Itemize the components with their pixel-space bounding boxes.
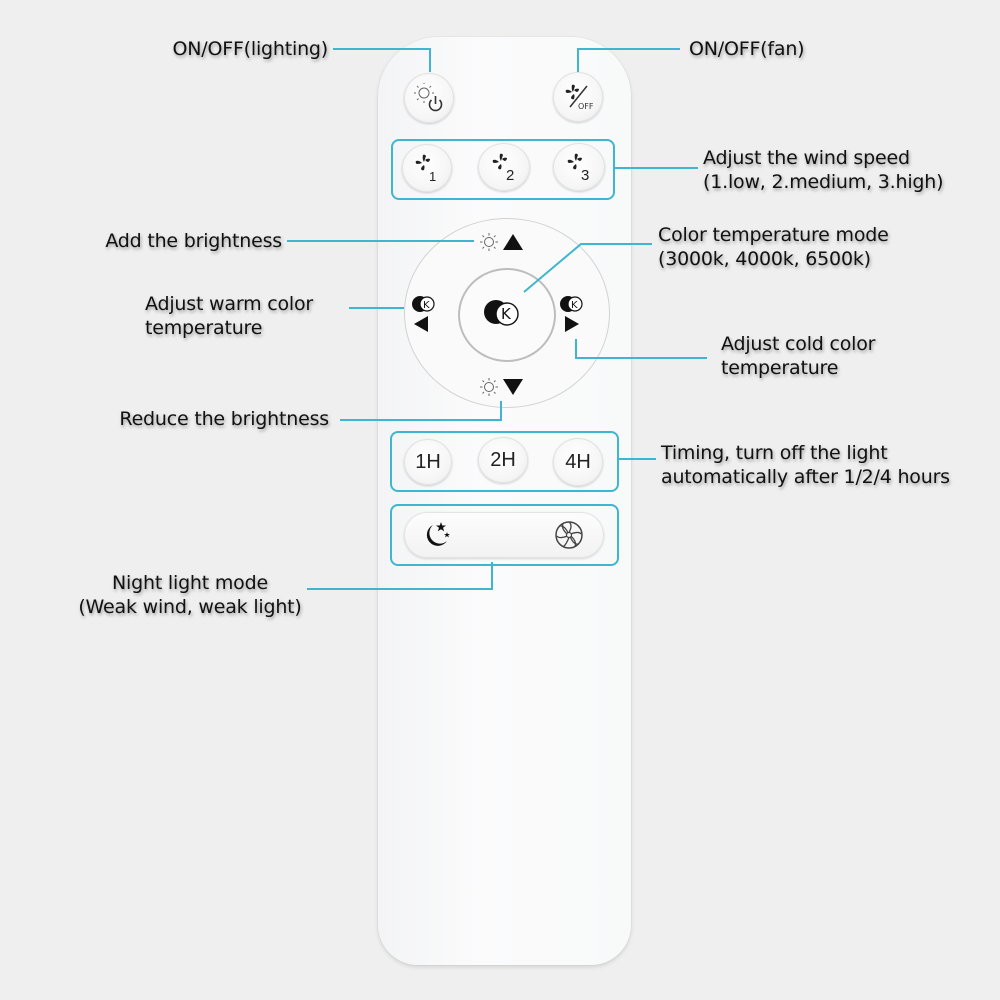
svg-text:OFF: OFF xyxy=(578,102,594,111)
warm-temp-icon: K xyxy=(412,296,435,332)
svg-text:K: K xyxy=(571,300,578,311)
label-cold-temp: Adjust cold color temperature xyxy=(721,333,876,379)
remote-control-body xyxy=(378,37,631,965)
night-mode-group xyxy=(390,504,619,566)
fan-icon: 1 xyxy=(415,154,436,184)
label-brightness-down: Reduce the brightness xyxy=(119,408,329,430)
fan-speed-1-button[interactable]: 1 xyxy=(402,144,452,192)
svg-text:K: K xyxy=(423,300,430,311)
label-light-power: ON/OFF(lighting) xyxy=(172,38,329,60)
night-mode-bar xyxy=(404,512,604,558)
fan-wheel-icon xyxy=(555,521,583,549)
moon-stars-icon xyxy=(426,522,450,546)
label-wind-speed: Adjust the wind speed (1.low, 2.medium, … xyxy=(703,147,944,193)
sun-up-icon xyxy=(480,233,523,251)
fan-mode-button[interactable] xyxy=(551,517,587,553)
label-timer: Timing, turn off the light automatically… xyxy=(661,442,950,488)
timer-4h-label: 4H xyxy=(565,450,591,473)
cold-temp-button[interactable]: K xyxy=(557,292,593,338)
color-temp-mode-icon: K xyxy=(484,300,519,326)
svg-text:3: 3 xyxy=(581,167,589,184)
timer-2h-button[interactable]: 2H xyxy=(478,437,528,483)
label-color-temp-mode: Color temperature mode (3000k, 4000k, 65… xyxy=(658,224,889,270)
wind-speed-group xyxy=(391,139,615,200)
brightness-down-button[interactable] xyxy=(476,375,526,399)
light-power-button[interactable] xyxy=(404,73,454,123)
label-brightness-up: Add the brightness xyxy=(105,230,282,252)
timer-1h-label: 1H xyxy=(415,450,441,473)
fan-speed-2-button[interactable]: 2 xyxy=(478,143,530,191)
fan-off-icon: OFF xyxy=(565,84,594,111)
timer-1h-button[interactable]: 1H xyxy=(404,439,452,485)
label-warm-temp: Adjust warm color temperature xyxy=(145,293,314,339)
sun-down-icon xyxy=(480,378,523,396)
fan-icon: 2 xyxy=(492,153,514,184)
fan-speed-3-button[interactable]: 3 xyxy=(553,143,605,191)
fan-icon: 3 xyxy=(567,153,589,184)
svg-text:2: 2 xyxy=(506,167,514,184)
fan-power-button[interactable]: OFF xyxy=(553,72,603,122)
svg-text:1: 1 xyxy=(429,169,436,184)
cold-temp-icon: K xyxy=(560,296,583,332)
label-night-mode: Night light mode (Weak wind, weak light) xyxy=(78,572,302,618)
sun-power-icon xyxy=(414,83,443,112)
color-temp-mode-button[interactable]: K xyxy=(458,268,556,362)
timer-4h-button[interactable]: 4H xyxy=(553,438,603,486)
warm-temp-button[interactable]: K xyxy=(406,292,442,338)
timer-group xyxy=(390,431,619,492)
night-light-button[interactable] xyxy=(419,517,455,553)
timer-2h-label: 2H xyxy=(490,448,516,471)
brightness-up-button[interactable] xyxy=(476,230,526,254)
svg-text:K: K xyxy=(501,305,512,323)
label-fan-power: ON/OFF(fan) xyxy=(689,38,805,60)
